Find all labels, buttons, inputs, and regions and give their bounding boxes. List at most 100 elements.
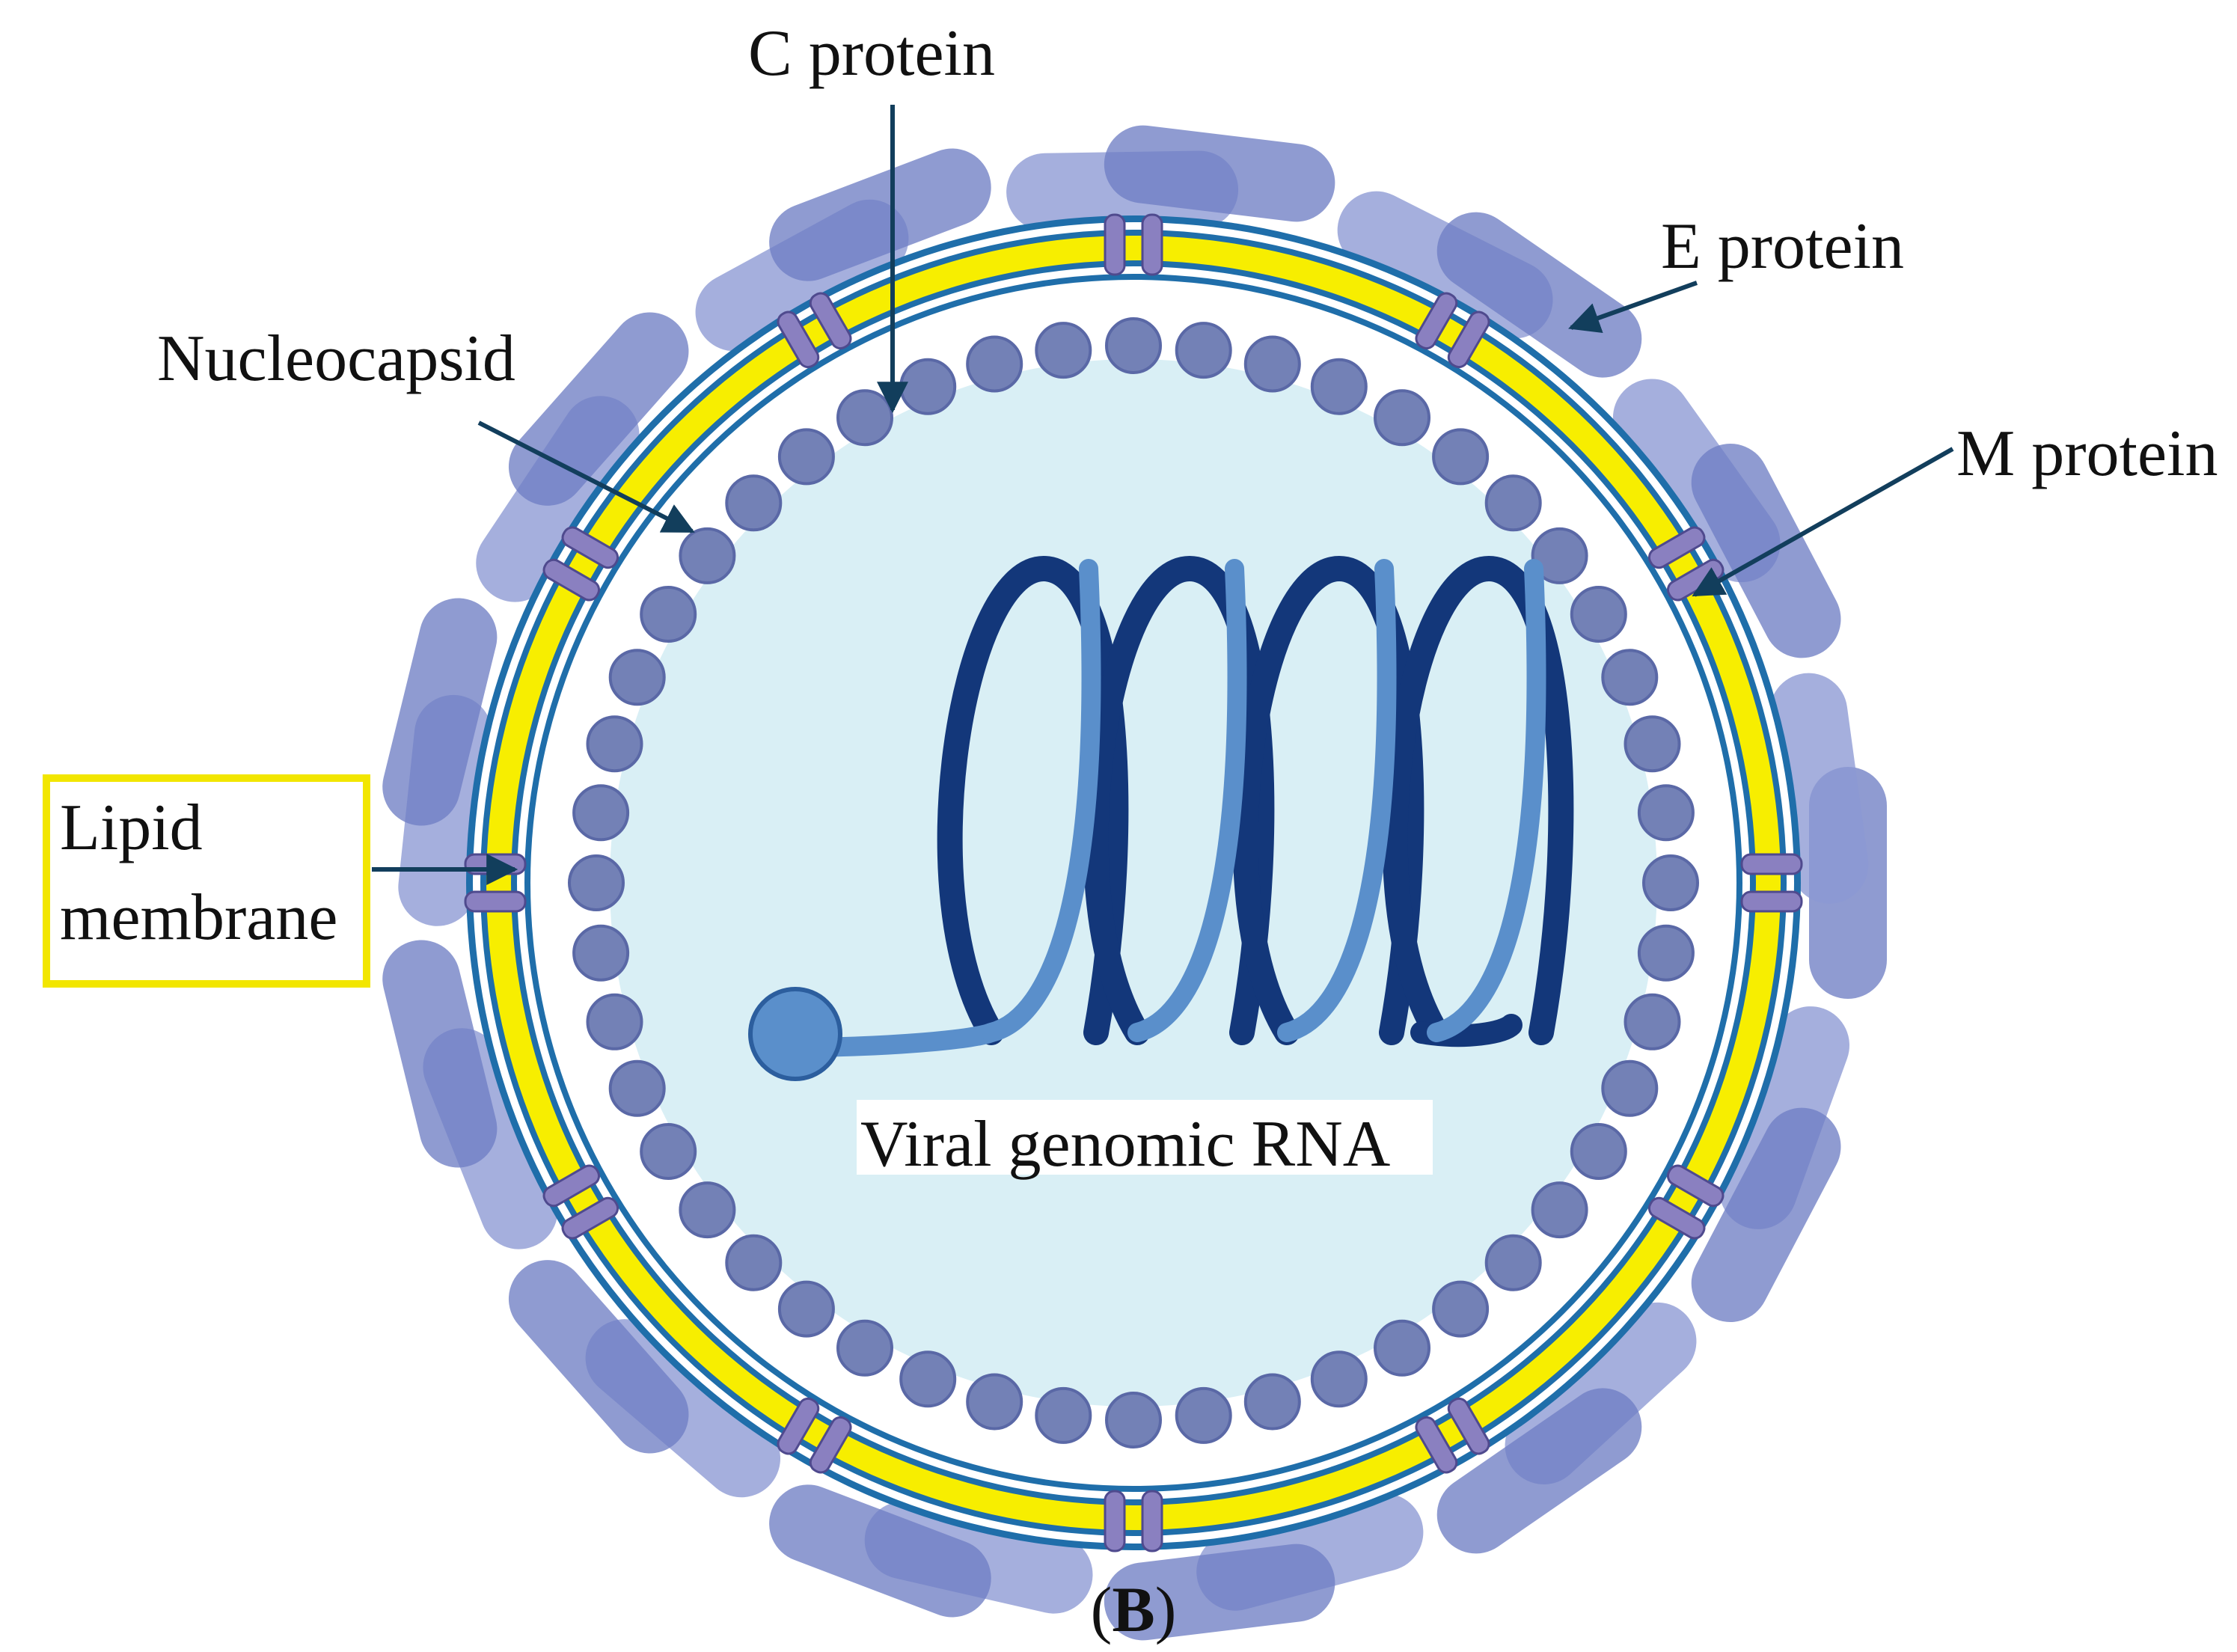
e-protein-blob <box>769 1484 991 1618</box>
e-protein-blob <box>382 940 498 1168</box>
capsid-bead <box>1531 527 1588 584</box>
capsid-bead <box>1601 1059 1659 1117</box>
capsid-bead <box>572 784 630 842</box>
m-protein-unit <box>1447 310 1490 369</box>
capsid-bead <box>966 335 1023 393</box>
e-protein-blob <box>1104 125 1335 222</box>
m-protein-unit <box>1141 1490 1163 1552</box>
m-protein-pair <box>1740 853 1803 913</box>
panel-paren-close: ) <box>1155 1573 1177 1645</box>
capsid-bead <box>572 924 630 982</box>
panel-paren-open: ( <box>1091 1573 1113 1645</box>
capsid-bead <box>586 993 643 1050</box>
capsid-bead <box>1624 993 1681 1050</box>
lipid-label-line2: membrane <box>60 881 337 954</box>
panel-label: (B) <box>1091 1573 1177 1645</box>
rna-front-strand <box>1127 559 1247 1042</box>
capsid-bead <box>1484 474 1542 532</box>
m-protein-unit <box>1740 853 1803 875</box>
m-protein-unit <box>561 526 619 569</box>
rna-back-strand <box>937 555 1129 1045</box>
m-protein-pair <box>1647 1164 1725 1240</box>
capsid-bead <box>1035 322 1092 379</box>
panel-letter: B <box>1112 1573 1154 1645</box>
m-protein-pair <box>777 292 852 369</box>
capsid-bead <box>966 1373 1023 1431</box>
m-protein-pair <box>1415 292 1490 369</box>
m-protein-pair <box>777 1397 852 1474</box>
e-protein-layer <box>382 125 1887 1641</box>
e-protein-blob <box>769 148 991 281</box>
c-protein-label: C protein <box>748 17 995 90</box>
e-protein-arrow <box>1568 281 1698 334</box>
capsid-bead <box>1105 317 1162 374</box>
m-protein-layer <box>464 213 1803 1552</box>
m-protein-unit <box>542 558 601 602</box>
callout-arrows <box>372 105 1954 885</box>
e-protein-blob <box>1104 1544 1335 1641</box>
m-protein-unit <box>1104 1490 1126 1552</box>
lipid-membrane-box <box>43 774 370 988</box>
capsid-bead <box>725 474 783 532</box>
e-protein-blob <box>1691 1107 1841 1322</box>
m-protein-unit <box>1740 890 1803 913</box>
capsid-bead <box>1531 1181 1588 1239</box>
capsid-bead <box>1374 1319 1430 1377</box>
m-protein-label: M protein <box>1956 417 2218 490</box>
m-protein-unit <box>1666 1164 1725 1208</box>
rna-back-strand <box>1382 555 1574 1045</box>
capsid-bead <box>640 1123 697 1180</box>
capsid-bead <box>1310 358 1368 415</box>
capsid-bead <box>1637 784 1695 842</box>
m-protein-arrow <box>1692 447 1954 597</box>
m-protein-unit <box>809 292 852 350</box>
capsid-bead <box>1243 335 1301 393</box>
capsid-bead <box>1484 1234 1542 1291</box>
e-protein-blob <box>382 598 498 826</box>
nucleocapsid-beads <box>568 317 1699 1448</box>
e-protein-blob <box>1436 212 1642 378</box>
capsid-bead <box>1310 1350 1368 1408</box>
capsid-bead <box>679 1181 736 1239</box>
m-protein-unit <box>1647 526 1706 569</box>
capsid-bead <box>1637 924 1695 982</box>
rna-back-strand <box>1232 555 1424 1045</box>
capsid-bead <box>679 527 736 584</box>
lipid-label-line1: Lipid <box>60 792 203 864</box>
m-protein-unit <box>809 1416 852 1474</box>
e-protein-blob <box>508 1260 689 1454</box>
capsid-bead <box>608 1059 666 1117</box>
nucleocapsid-label: Nucleocapsid <box>157 322 515 395</box>
capsid-bead <box>1175 1386 1232 1444</box>
capsid-bead <box>777 428 835 486</box>
capsid-bead <box>1570 1123 1627 1180</box>
m-protein-unit <box>1141 213 1163 276</box>
capsid-bead <box>725 1234 783 1291</box>
capsid-bead <box>836 389 893 447</box>
m-protein-unit <box>561 1196 619 1240</box>
capsid-bead <box>899 1350 957 1408</box>
capsid-bead <box>1624 715 1681 773</box>
capsid-bead <box>836 1319 893 1377</box>
m-protein-unit <box>777 1397 820 1455</box>
capsid-bead <box>640 586 697 643</box>
capsid-bead <box>777 1280 835 1338</box>
viral-rna-coil <box>748 555 1574 1081</box>
rna-front-strand <box>982 559 1101 1042</box>
capsid-bead <box>1035 1386 1092 1444</box>
rna-label-background <box>857 1100 1433 1175</box>
m-protein-unit <box>777 310 820 369</box>
m-protein-unit <box>1104 213 1126 276</box>
rna-cap <box>748 987 842 1081</box>
rna-back-strand <box>1083 555 1275 1045</box>
m-protein-pair <box>1104 1490 1163 1552</box>
m-protein-unit <box>1415 292 1458 350</box>
m-protein-unit <box>464 890 527 913</box>
m-protein-pair <box>542 1164 619 1240</box>
capsid-bead <box>1374 389 1430 447</box>
nucleocapsid-arrow <box>477 420 695 533</box>
m-protein-pair <box>542 526 619 602</box>
capsid-bead <box>1175 322 1232 379</box>
rna-front-strand <box>1427 559 1546 1042</box>
